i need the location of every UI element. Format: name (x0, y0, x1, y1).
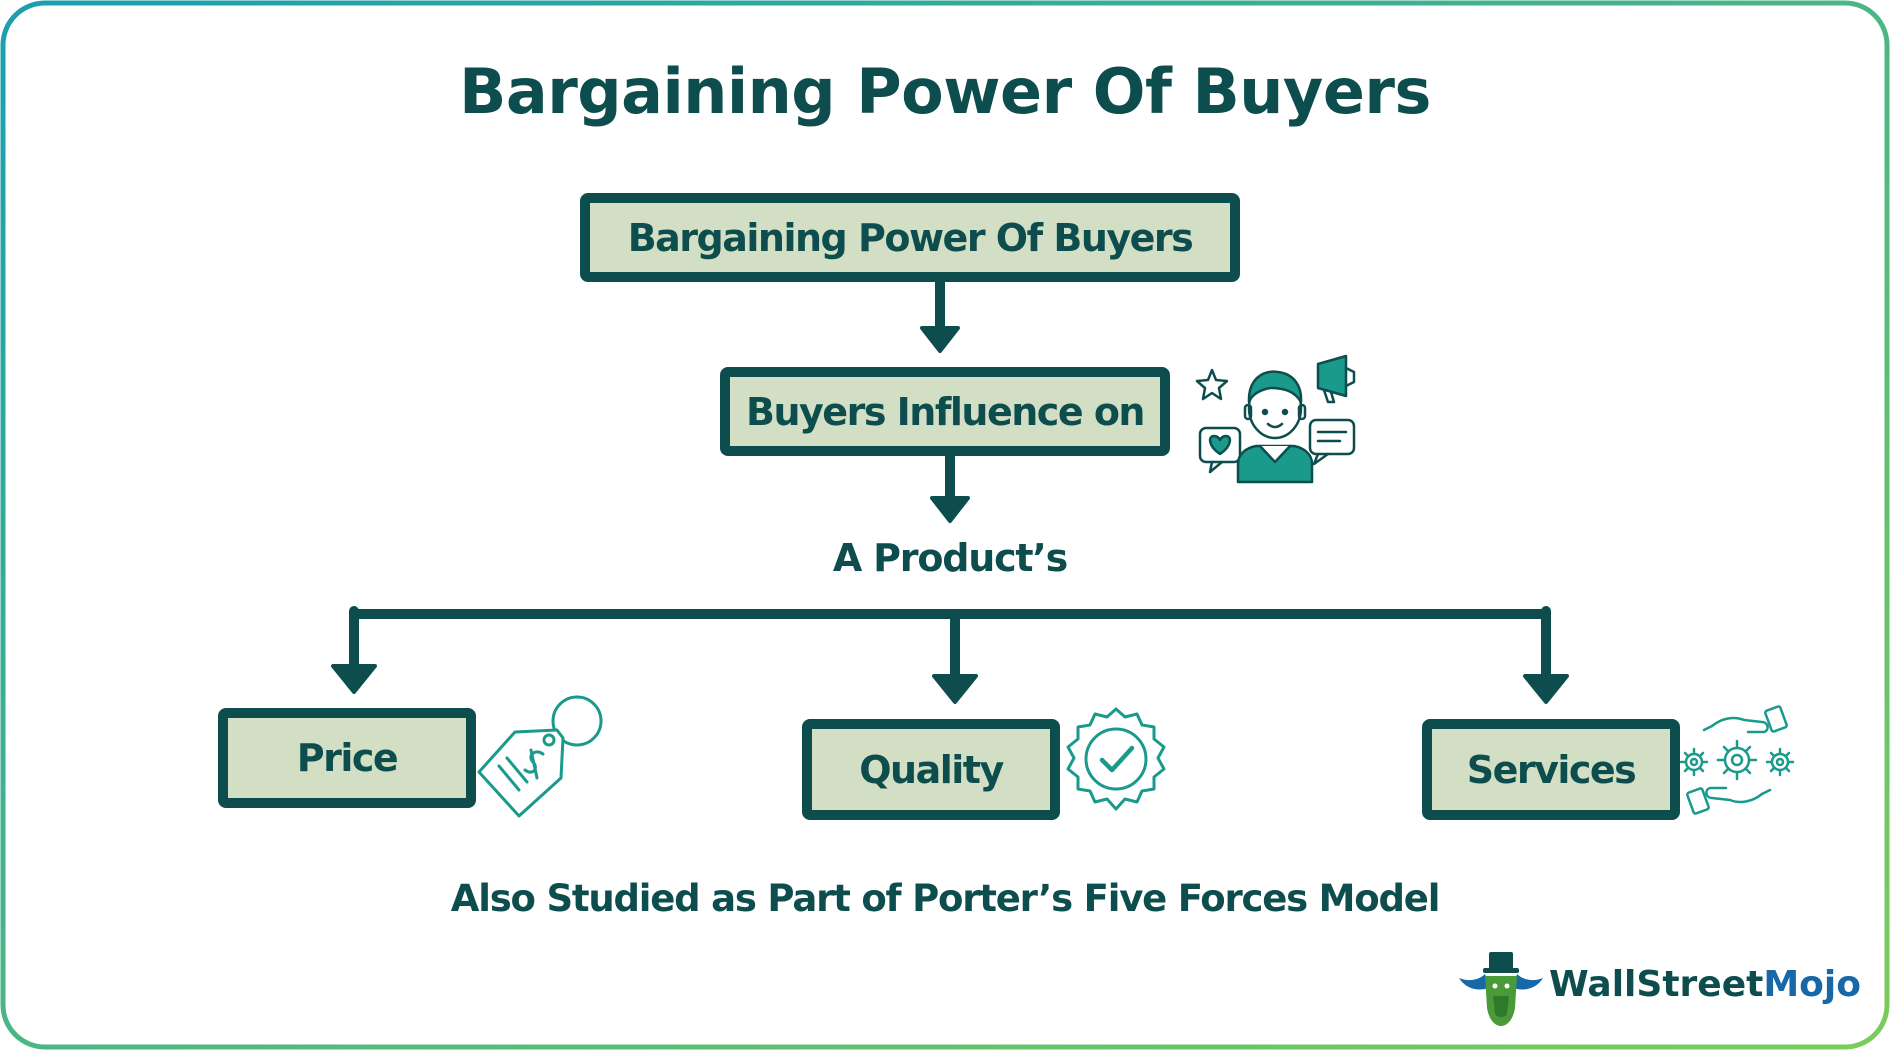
node-quality-label: Quality (859, 747, 1004, 792)
brand-name: WallStreetMojo (1549, 962, 1861, 1008)
node-root-label: Bargaining Power Of Buyers (627, 215, 1194, 260)
node-price: Price (218, 708, 476, 808)
brand-name-part1: WallStreet (1549, 964, 1764, 1005)
service-hands-gears-icon (1679, 705, 1795, 815)
page-title: Bargaining Power Of Buyers (459, 55, 1431, 128)
arrowhead-quality (932, 674, 978, 704)
node-services-label: Services (1466, 747, 1637, 792)
arrowhead-influence (920, 326, 960, 353)
product-label: A Product’s (832, 536, 1068, 580)
node-influence: Buyers Influence on (720, 367, 1170, 456)
customer-feedback-icon (1195, 354, 1356, 484)
node-influence-label: Buyers Influence on (746, 389, 1145, 434)
node-root: Bargaining Power Of Buyers (580, 193, 1240, 282)
node-price-label: Price (296, 736, 399, 780)
brand-name-part2: Mojo (1763, 964, 1861, 1005)
arrowhead-services (1523, 674, 1569, 704)
arrowhead-price (331, 664, 377, 694)
arrowhead-product (930, 496, 970, 523)
price-tag-icon (477, 695, 603, 818)
arrowheads (331, 326, 1569, 704)
quality-badge-icon (1066, 707, 1166, 811)
node-quality: Quality (802, 719, 1060, 820)
footer-note: Also Studied as Part of Porter’s Five Fo… (450, 877, 1441, 920)
bull-logo-icon (1459, 952, 1543, 1026)
connectors (349, 276, 1551, 680)
node-services: Services (1422, 719, 1680, 820)
